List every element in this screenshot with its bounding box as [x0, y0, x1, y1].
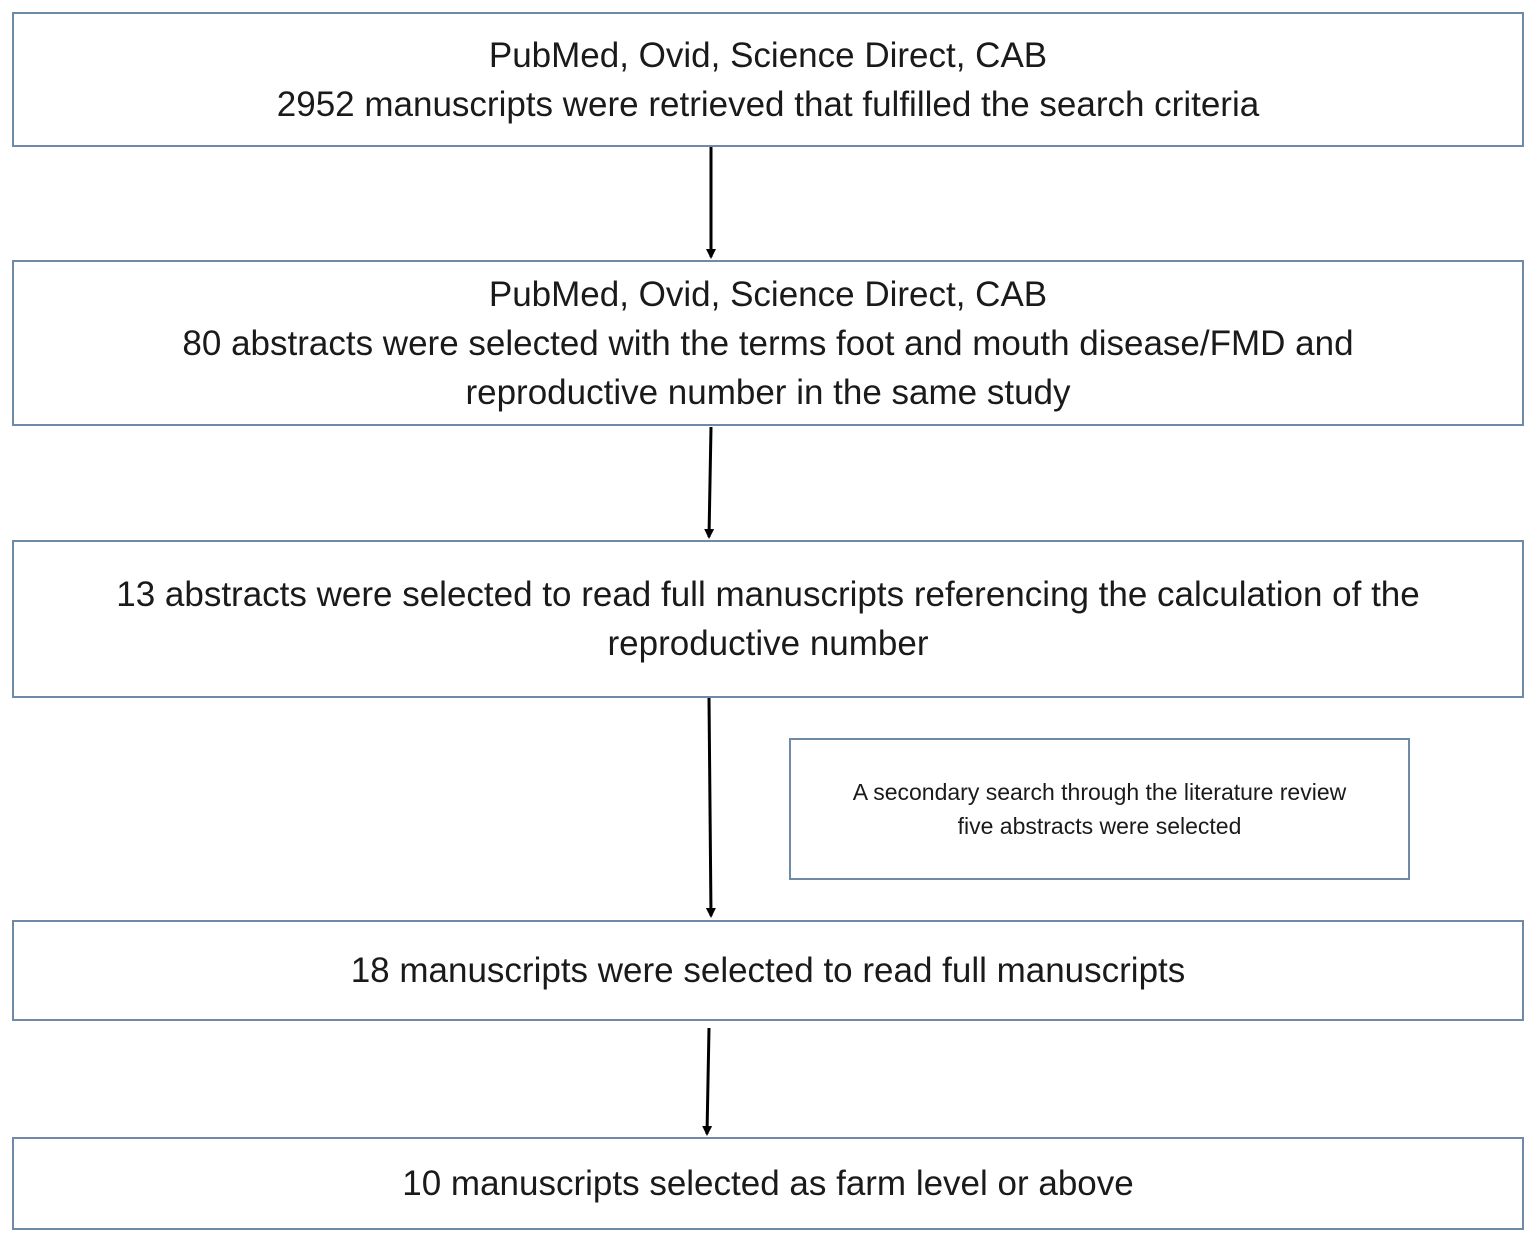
- step-box-abstracts-selected-line-2: 80 abstracts were selected with the term…: [182, 323, 1354, 363]
- step-box-final-selection-line-1: 10 manuscripts selected as farm level or…: [402, 1164, 1134, 1203]
- step-box-full-read: 13 abstracts were selected to read full …: [12, 540, 1524, 698]
- step-box-retrieved: PubMed, Ovid, Science Direct, CAB 2952 m…: [12, 12, 1524, 147]
- step-box-eighteen-manuscripts: 18 manuscripts were selected to read ful…: [12, 920, 1524, 1021]
- step-box-abstracts-selected: PubMed, Ovid, Science Direct, CAB 80 abs…: [12, 260, 1524, 426]
- arrow-2-to-3: [704, 426, 715, 539]
- step-box-abstracts-selected-line-3: reproductive number in the same study: [465, 372, 1071, 412]
- secondary-search-note: A secondary search through the literatur…: [789, 738, 1410, 880]
- step-box-abstracts-selected-line-1: PubMed, Ovid, Science Direct, CAB: [488, 274, 1048, 314]
- arrow-3-to-4: [705, 697, 716, 918]
- arrow-4-to-5: [702, 1027, 713, 1136]
- step-box-retrieved-line-1: PubMed, Ovid, Science Direct, CAB: [488, 35, 1048, 75]
- step-box-eighteen-manuscripts-line-1: 18 manuscripts were selected to read ful…: [350, 951, 1186, 990]
- secondary-search-note-line-2: five abstracts were selected: [957, 813, 1242, 839]
- step-box-full-read-line-2: reproductive number: [607, 624, 929, 663]
- step-box-full-read-line-1: 13 abstracts were selected to read full …: [116, 575, 1420, 614]
- secondary-search-note-line-1: A secondary search through the literatur…: [852, 779, 1347, 805]
- step-box-final-selection: 10 manuscripts selected as farm level or…: [12, 1137, 1524, 1230]
- step-box-retrieved-line-2: 2952 manuscripts were retrieved that ful…: [276, 84, 1260, 124]
